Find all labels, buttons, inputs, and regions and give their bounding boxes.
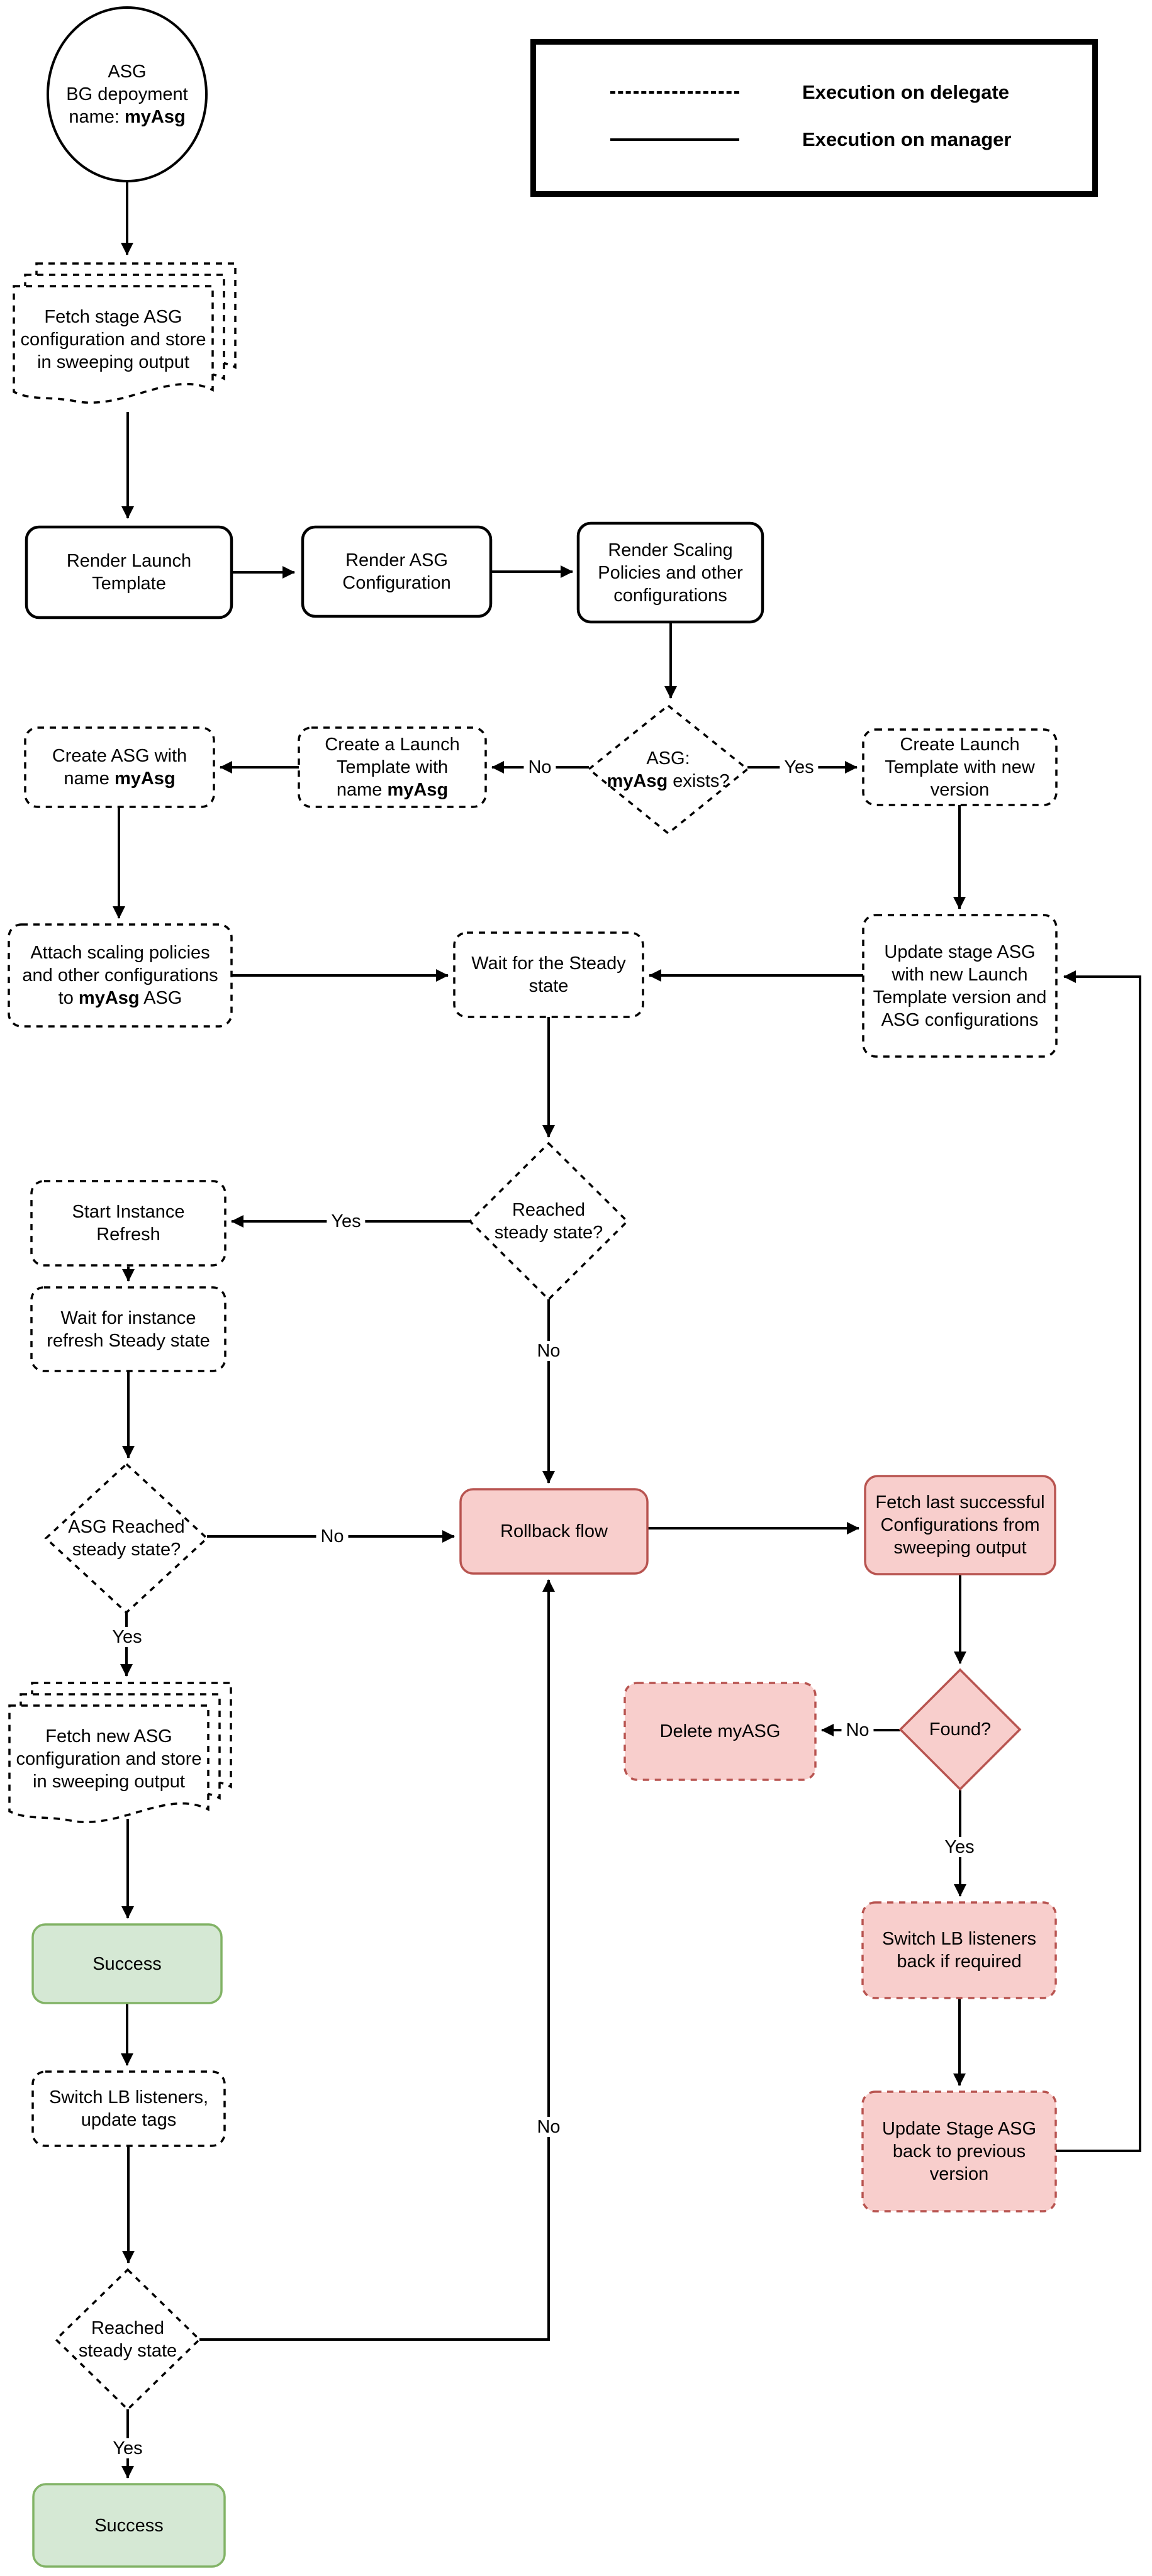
node-shape-create-a-lt: [298, 726, 487, 808]
edge-reachedsteady2-rollback-no: [199, 1579, 555, 2341]
node-success-2: Success: [94, 2515, 164, 2536]
node-create-asg: Create ASG with name myAsg: [52, 746, 187, 789]
node-fetch-new: Fetch new ASG configuration and store in…: [16, 1726, 202, 1792]
node-shape-wait-steady: [453, 931, 644, 1018]
edge-label-reached-steady-yes: Yes: [327, 1211, 366, 1231]
node-shape-found-q: [898, 1668, 1022, 1791]
node-update-stage-asg: Update stage ASG with new Launch Templat…: [873, 941, 1047, 1030]
edge-label-found-no: No: [841, 1720, 874, 1740]
node-asg-reached-q: ASG Reached steady state?: [68, 1517, 185, 1560]
edge-label-asg-reached-yes: Yes: [108, 1627, 147, 1647]
node-shape-fetch-stage: [13, 262, 237, 404]
legend-row-delegate: Execution on delegate: [536, 80, 1092, 105]
node-reached-steady-2: Reached steady state: [78, 2318, 177, 2361]
node-start-instance-refresh: Start Instance Refresh: [72, 1202, 185, 1245]
node-attach-scaling: Attach scaling policies and other config…: [22, 943, 218, 1008]
node-render-scaling: Render Scaling Policies and other config…: [598, 540, 743, 606]
node-shape-reached-steady-2: [54, 2268, 201, 2411]
legend-row-manager: Execution on manager: [536, 127, 1092, 152]
node-shape-render-asg: [301, 525, 493, 618]
node-rollback: Rollback flow: [500, 1521, 608, 1541]
node-shape-asg-exists: [587, 704, 749, 835]
node-shape-create-asg: [24, 726, 215, 808]
node-asg-exists: ASG: myAsg exists?: [607, 748, 730, 791]
node-shape-asg-reached-q: [44, 1462, 209, 1614]
node-delete-myasg: Delete myASG: [659, 1721, 781, 1741]
node-shape-rollback: [459, 1488, 649, 1575]
node-shape-reached-steady-q: [468, 1141, 629, 1301]
node-switch-lb-tags: Switch LB listeners, update tags: [48, 2087, 209, 2130]
legend-label-delegate: Execution on delegate: [802, 81, 1010, 103]
node-shape-create-lt-new: [862, 728, 1058, 806]
node-shape-attach-scaling: [8, 923, 233, 1028]
node-shape-fetch-last: [864, 1475, 1056, 1575]
edge-label-found-yes: Yes: [940, 1837, 979, 1857]
node-create-lt-new: Create Launch Template with new version: [885, 735, 1035, 800]
edge-label-asg-exists-no: No: [523, 757, 556, 777]
node-found-q: Found?: [929, 1719, 992, 1740]
node-fetch-last: Fetch last successful Configurations fro…: [875, 1492, 1045, 1558]
edge-label-final-reached-yes: Yes: [108, 2438, 147, 2458]
node-shape-update-stage-asg: [862, 914, 1058, 1058]
solid-line-sample: [610, 138, 739, 141]
node-shape-switch-lb-tags: [31, 2070, 226, 2147]
edge-label-final-reached-no: No: [532, 2117, 565, 2137]
node-render-asg: Render ASG Configuration: [342, 550, 451, 593]
node-fetch-stage: Fetch stage ASG configuration and store …: [20, 307, 206, 372]
node-shape-start-instance-refresh: [30, 1180, 226, 1267]
node-shape-success-1: [31, 1923, 223, 2004]
node-shape-switch-lb-back: [861, 1901, 1057, 1999]
node-shape-fetch-new: [8, 1682, 232, 1823]
node-render-launch: Render Launch Template: [66, 551, 192, 594]
node-shape-render-launch: [25, 525, 233, 619]
node-shape-update-stage-back: [861, 2090, 1057, 2212]
legend-label-manager: Execution on manager: [802, 128, 1012, 150]
node-wait-instance-refresh: Wait for instance refresh Steady state: [47, 1307, 210, 1351]
node-success-1: Success: [92, 1953, 162, 1974]
node-wait-steady: Wait for the Steady state: [471, 953, 626, 996]
node-shape-start: [47, 6, 208, 182]
node-update-stage-back: Update Stage ASG back to previous versio…: [881, 2119, 1037, 2184]
node-shape-success-2: [32, 2483, 226, 2568]
node-start: ASG BG depoyment name: myAsg: [66, 62, 188, 127]
node-shape-wait-instance-refresh: [30, 1286, 226, 1372]
node-shape-delete-myasg: [624, 1682, 817, 1781]
edge-label-asg-reached-no: No: [316, 1526, 349, 1546]
edge-updateback-updatestage-loop: [1056, 970, 1141, 2152]
node-create-a-lt: Create a Launch Template with name myAsg: [325, 735, 460, 800]
edge-label-asg-exists-yes: Yes: [780, 757, 819, 777]
node-shape-render-scaling: [576, 521, 764, 624]
node-reached-steady-q: Reached steady state?: [494, 1200, 603, 1243]
edge-label-reached-steady-no: No: [532, 1341, 565, 1361]
dashed-line-sample: [610, 91, 739, 94]
node-switch-lb-back: Switch LB listeners back if required: [882, 1929, 1036, 1972]
legend: Execution on delegate Execution on manag…: [530, 39, 1098, 197]
